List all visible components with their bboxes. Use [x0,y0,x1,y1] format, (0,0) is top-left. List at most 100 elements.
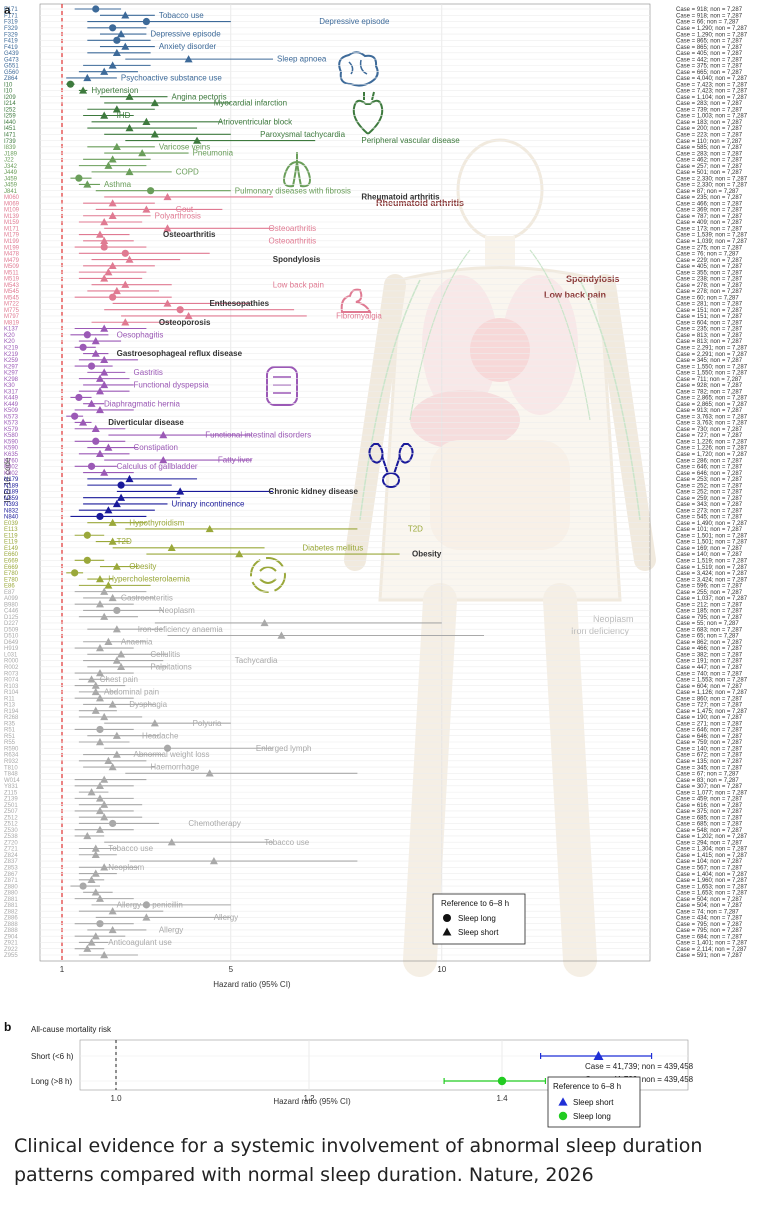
point-sleep-short [95,806,104,815]
point-sleep-short [125,124,134,132]
point-sleep-long [75,393,83,402]
icd-code-label: G551 [4,64,19,70]
point-sleep-long [83,531,91,539]
point-sleep-short [163,224,172,232]
icd-code-label: K590 [4,446,19,452]
disease-label: Chemotherapy [188,819,240,828]
point-sleep-short [100,111,109,119]
case-count-label: Case = 1,475; non = 7,287 [676,709,748,715]
case-count-label: Case = 355; non = 7,287 [676,270,743,276]
case-count-label: Case = 275; non = 7,287 [676,245,743,251]
icd-code-label: R268 [4,715,19,721]
icd-code-label: Z871 [4,878,18,884]
disease-label: Diverticular disease [108,418,184,427]
point-sleep-short [95,669,104,677]
icd-code-label: B980 [4,602,19,608]
icd-code-label: T810 [4,765,18,771]
point-sleep-short [138,149,147,157]
disease-label: Functional intestinal disorders [205,431,311,440]
row-label-b: Long (>8 h) [31,1077,72,1086]
case-count-label: Case = 2,291; non = 7,287 [676,352,748,358]
case-count-label: Case = 212; non = 7,287 [676,602,743,608]
point-sleep-short [95,374,104,382]
icd-code-label: Z512 [4,815,18,821]
icd-code-label: Z867 [4,872,18,878]
icd-code-label: E780 [4,577,19,583]
body-label-spondylosis: Spondylosis [566,274,620,284]
icd-code-label: L031 [4,652,18,658]
point-sleep-long [75,174,83,182]
case-count-label: Case = 646; non = 7,287 [676,728,743,734]
case-count-label: Case = 259; non = 7,287 [676,496,743,502]
icd-code-label: Z507 [4,809,18,815]
point-sleep-short [184,311,193,320]
icd-code-label: M171 [4,226,20,232]
case-count-label: Case = 1,226; non = 7,287 [676,439,748,445]
case-count-label: Case = 257; non = 7,287 [676,164,743,170]
point-sleep-short [100,380,109,389]
point-sleep-short [104,506,113,514]
icd-code-label: H919 [4,646,19,652]
kidney-icon [368,443,414,488]
case-count-label: Case = 759; non = 7,287 [676,740,743,746]
icd-code-label: R932 [4,759,19,765]
icd-code-label: D649 [4,640,19,646]
case-count-label: Case = 2,114; non = 7,287 [676,947,747,953]
case-count-label: Case = 3,763; non = 7,287 [676,421,748,427]
case-count-label: Case = 345; non = 7,287 [676,765,743,771]
icd-code-label: E86 [4,584,15,590]
icd-code-label: K137 [4,327,19,333]
point-sleep-short [100,612,109,620]
icd-code-label: G439 [4,51,19,57]
point-sleep-short [235,550,244,558]
point-sleep-short [95,600,104,608]
point-sleep-long-b [497,1076,507,1086]
icd-code-label: K579 [4,427,19,433]
point-sleep-short [112,286,121,295]
icd-code-label: R11 [4,696,15,702]
chart-title-b: All-cause mortality risk [31,1025,112,1034]
point-sleep-long [83,331,91,339]
case-count-label: Case = 1,501; non = 7,287 [676,540,748,546]
case-count-label: Case = 727; non = 7,287 [676,433,743,439]
point-sleep-short [91,424,100,432]
case-count-label: Case = 283; non = 7,287 [676,101,743,107]
icd-code-label: Z721 [4,847,18,853]
point-sleep-short [87,788,96,796]
icd-code-label: A099 [4,596,19,602]
case-count-label: Case = 2,865; non = 7,287 [676,402,748,408]
icd-code-label: K297 [4,364,19,370]
icd-code-label: Z888 [4,922,18,928]
disease-label: Osteoarthritis [269,236,317,245]
case-count-label: Case = 604; non = 7,287 [676,684,743,690]
plot-frame-a [39,3,651,962]
legend-item-label-b: Sleep long [573,1112,611,1121]
point-sleep-short [95,825,104,833]
point-sleep-short [91,706,100,714]
icd-code-label: K509 [4,408,19,414]
disease-label: Allergy to penicillin [117,900,183,909]
point-sleep-short [117,493,126,501]
case-count-label: Case = 229; non = 7,287 [676,258,743,264]
case-count-label: Case = 1,126; non = 7,287 [676,690,748,696]
point-sleep-short [121,42,130,50]
body-label-low-back-pain: Low back pain [544,290,606,300]
disease-label: Headache [142,731,179,740]
disease-label: Depressive episode [319,17,390,26]
icd-code-label: M722 [4,302,20,308]
icd-code-label: N359 [4,496,19,502]
point-sleep-long [147,187,155,195]
disease-label: Chest pain [100,675,138,684]
icd-code-label: J342 [4,164,18,170]
point-sleep-short [260,618,269,627]
icd-code-label: M519 [4,277,20,283]
disease-label: Allergy [214,913,238,922]
icd-code-label: K317 [4,389,19,395]
case-count-label: Case = 711; non = 7,287 [676,377,742,383]
case-count-label: Case = 65; non = 7,287 [676,634,739,640]
icd-code-label: E780 [4,571,19,577]
case-count-label: Case = 913; non = 7,287 [676,408,743,414]
case-count-label: Case = 405; non = 7,287 [676,264,743,270]
icd-code-label: R590 [4,746,19,752]
point-sleep-short [91,932,100,940]
